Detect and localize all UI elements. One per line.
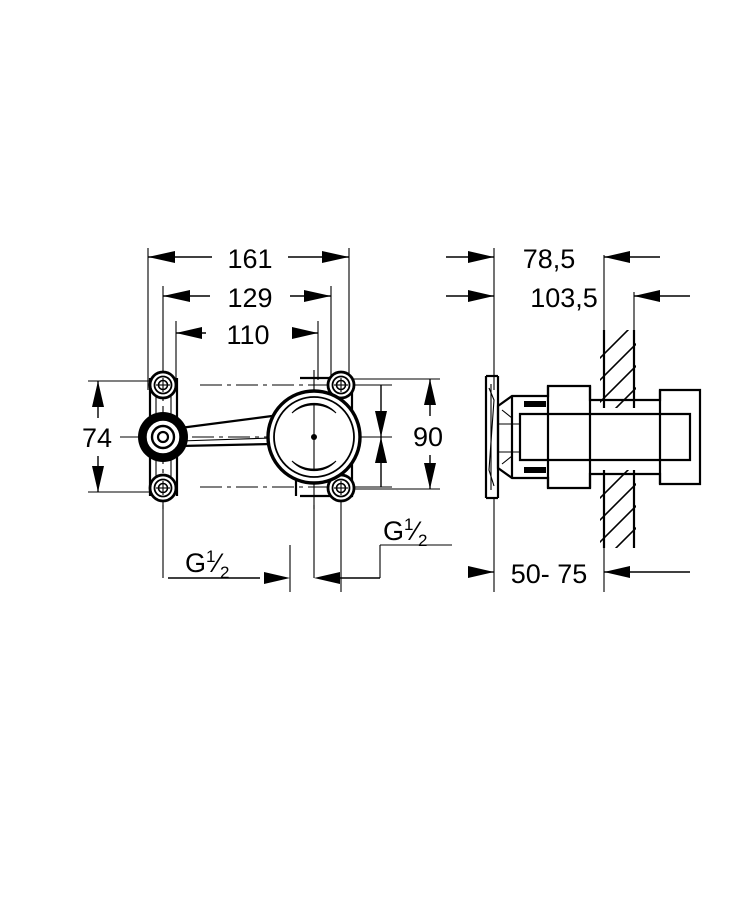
dim-161-value: 161 xyxy=(227,244,272,274)
bolt-boss-upper-left xyxy=(148,370,178,400)
dim-5075-arrowhead-left xyxy=(468,566,494,578)
left-inlet-fitting xyxy=(138,412,188,462)
dim-inner-arrowhead-upper xyxy=(375,411,387,437)
wall-section xyxy=(600,330,636,548)
dim-785-arrowhead-right xyxy=(604,251,630,263)
dim-90-value: 90 xyxy=(413,422,443,452)
wall-hatch-top xyxy=(600,330,636,408)
dim-129-arrowhead-right xyxy=(304,290,331,302)
side-body-taper-detail xyxy=(501,409,513,465)
connecting-arm xyxy=(179,414,273,448)
thread-right-arrowhead xyxy=(314,572,340,584)
side-body-seal-top xyxy=(524,401,546,407)
front-view: 161 129 110 74 xyxy=(82,244,452,592)
dim-1035-value: 103,5 xyxy=(530,283,598,313)
front-view-extension-lines xyxy=(147,248,350,390)
thread-left-denominator: 2 xyxy=(220,563,229,582)
valve-body-circle xyxy=(266,389,362,485)
dim-5075-value: 50- 75 xyxy=(511,559,588,589)
valve-crescent-top xyxy=(291,402,337,414)
dim-74-value: 74 xyxy=(82,423,112,453)
dim-1035-arrowhead-left xyxy=(468,290,494,302)
arm-bottom-edge xyxy=(179,442,273,448)
arm-inner-line xyxy=(179,437,273,442)
bolt-boss-lower-right xyxy=(326,473,356,503)
bolt-boss-lower-left xyxy=(148,473,178,503)
dim-90-arrowhead-bottom xyxy=(424,463,436,489)
dimension-90: 90 xyxy=(349,378,443,490)
thread-left-numerator: 1 xyxy=(206,547,215,566)
dim-90-arrowhead-top xyxy=(424,379,436,405)
thread-right-denominator: 2 xyxy=(418,531,427,550)
side-body-central-block xyxy=(518,412,692,462)
dim-110-value: 110 xyxy=(226,320,269,350)
thread-callout-right: G1⁄2 xyxy=(313,500,452,592)
valve-crescent-bottom xyxy=(291,460,337,472)
dim-785-arrowhead-left xyxy=(468,251,494,263)
dim-5075-arrowhead-right xyxy=(604,566,630,578)
wall-hatch-bottom xyxy=(600,470,636,548)
side-body-profile xyxy=(496,384,702,490)
dimension-785: 78,5 xyxy=(446,244,660,274)
dim-74-arrowhead-bottom xyxy=(92,466,104,492)
dimension-5075: 50- 75 xyxy=(468,559,690,589)
thread-left-arrowhead xyxy=(264,572,290,584)
arm-top-edge xyxy=(179,414,273,430)
side-body-seal-bottom xyxy=(524,467,546,473)
dimension-161: 161 xyxy=(148,244,349,274)
dim-inner-arrowhead-lower xyxy=(375,437,387,463)
dim-110-arrowhead-left xyxy=(176,327,202,339)
thread-left-letter: G xyxy=(185,548,206,578)
dimension-1035: 103,5 xyxy=(446,283,690,313)
dim-110-arrowhead-right xyxy=(292,327,318,339)
thread-right-letter: G xyxy=(383,516,404,546)
dim-129-value: 129 xyxy=(227,283,272,313)
dimension-110: 110 xyxy=(176,320,318,350)
dim-1035-arrowhead-right xyxy=(634,290,660,302)
dim-161-arrowhead-left xyxy=(148,251,175,263)
dim-74-arrowhead-top xyxy=(92,381,104,407)
dim-161-arrowhead-right xyxy=(322,251,349,263)
dim-785-value: 78,5 xyxy=(523,244,576,274)
side-section-view: 78,5 103,5 50- 75 xyxy=(446,244,702,592)
dimension-129: 129 xyxy=(163,283,331,313)
left-fitting-center-hole xyxy=(156,430,170,444)
dim-129-arrowhead-left xyxy=(163,290,190,302)
thread-right-numerator: 1 xyxy=(404,515,413,534)
escutcheon-profile-curve xyxy=(488,387,495,487)
